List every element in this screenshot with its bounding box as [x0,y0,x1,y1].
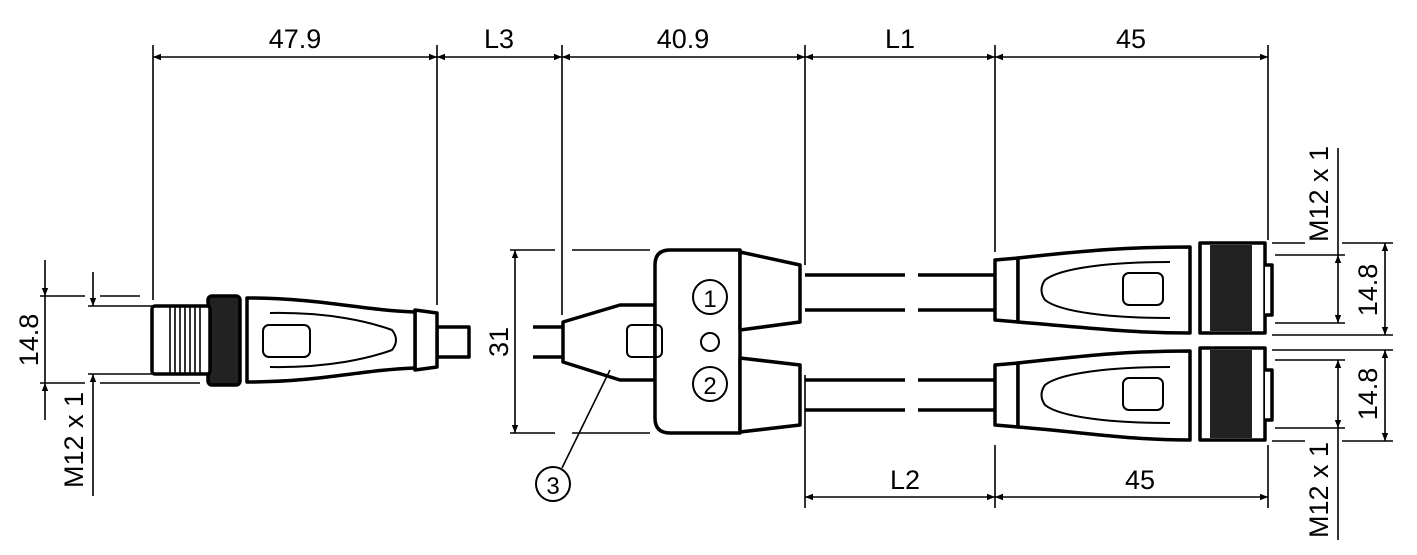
top-dimension-chain: 47.9 L3 40.9 L1 45 [153,24,1268,61]
dim-right-upper-m12: M12 x 1 [1304,146,1334,242]
brand-logo-icon [262,324,311,358]
brand-logo-icon [1122,272,1164,306]
dim-45-bottom: 45 [1125,465,1155,495]
dim-left-14-8: 14.8 [14,314,44,367]
dim-right-lower-m12: M12 x 1 [1304,442,1334,538]
right-connector-dims: M12 x 1 14.8 14.8 M12 x 1 [1272,146,1393,540]
left-connector-dims: 14.8 M12 x 1 [14,260,200,496]
splitter-callout [535,466,571,502]
dim-40-9: 40.9 [657,24,710,54]
port-1-label: 1 [703,286,716,313]
dim-l2: L2 [890,465,920,495]
dim-splitter-31: 31 [484,327,514,357]
dim-right-lower-14-8: 14.8 [1353,368,1383,421]
dim-45-top: 45 [1116,24,1146,54]
splitter-callout-label: 3 [546,473,559,500]
splitter-dims: 31 [484,249,650,434]
extension-lines [152,45,1269,508]
dim-l3: L3 [484,24,514,54]
brand-logo-icon [1122,377,1164,411]
brand-logo-icon [626,324,663,358]
y-splitter: 1 2 3 [535,248,802,502]
port-1-callout [692,279,728,315]
cables [533,273,995,412]
dim-l1: L1 [885,24,915,54]
dim-right-upper-14-8: 14.8 [1353,264,1383,317]
port-2-label: 2 [703,373,716,400]
right-upper-connector [993,241,1274,335]
center-hole [700,332,720,352]
dim-47-9: 47.9 [269,24,322,54]
dim-left-m12: M12 x 1 [59,392,89,488]
port-2-callout [692,366,728,402]
bottom-dimension-chain: L2 45 [805,465,1268,501]
left-male-connector [150,294,471,387]
right-lower-connector [993,346,1274,442]
